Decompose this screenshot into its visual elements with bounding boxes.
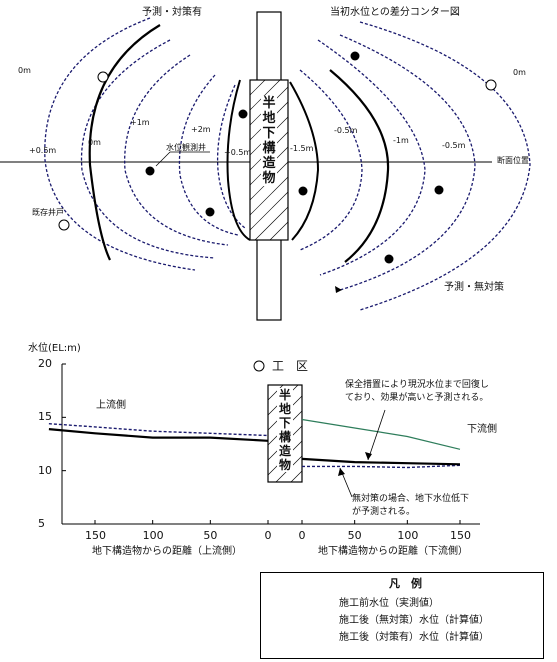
series-line-0 xyxy=(301,418,461,450)
contour-right-solid-inner xyxy=(289,81,320,241)
contour-left-5 xyxy=(216,84,246,229)
y-tick-label: 20 xyxy=(38,357,52,370)
label-countermeasure: 予測・対策有 xyxy=(142,7,202,18)
contour-label: -0.5m xyxy=(442,141,466,150)
contour-label: +0.5m xyxy=(224,148,252,157)
y-axis-label: 水位(EL:m) xyxy=(28,343,81,354)
legend-item-countermeasure: 施工後（対策有）水位（計算値） xyxy=(339,632,489,643)
contour-label: +1m xyxy=(130,118,150,127)
obs-well xyxy=(145,166,155,176)
x-tick-label: 0 xyxy=(298,529,306,542)
existing-well xyxy=(485,79,497,91)
contour-left-outer xyxy=(44,17,196,271)
annotation-no-countermeasure-2: が予測される。 xyxy=(352,507,416,517)
contour-right-3 xyxy=(317,39,426,276)
annotation-no-countermeasure-1: 無対策の場合、地下水位低下 xyxy=(352,494,470,504)
observation-wells xyxy=(145,51,444,264)
contour-left-2 xyxy=(80,39,216,259)
contour-right-outer xyxy=(359,21,531,311)
structure-label: 半地下構造物 xyxy=(261,96,277,186)
obs-well xyxy=(384,254,394,264)
contour-left-solid-inner xyxy=(226,79,251,241)
x-tick-label: 150 xyxy=(450,529,471,542)
contour-right-4 xyxy=(299,69,363,251)
right-contours xyxy=(289,21,531,311)
series-line-3 xyxy=(48,428,269,442)
legend-item-no-countermeasure: 施工後（無対策）水位（計算値） xyxy=(339,615,489,626)
contour-label: +2m xyxy=(191,125,211,134)
label-existing-well: 既存井戸 xyxy=(32,208,64,217)
legend-item-pre: 施工前水位（実測値） xyxy=(339,598,439,609)
contour-label: 0m xyxy=(18,66,31,75)
contour-label: 0m xyxy=(88,138,101,147)
structure-hatch xyxy=(249,79,289,241)
x-tick-label: 100 xyxy=(397,529,419,542)
obs-well xyxy=(238,109,248,119)
annotation-countermeasure-2: ており、効果が高いと予測される。 xyxy=(345,393,489,403)
obs-well xyxy=(205,207,215,217)
label-obs-well: 水位観測井 xyxy=(166,143,206,152)
annotation-leader-1 xyxy=(367,409,386,461)
existing-well xyxy=(97,71,109,83)
x-tick-label: 50 xyxy=(203,529,218,542)
series-line-2 xyxy=(302,464,461,469)
x-tick-label: 0 xyxy=(264,529,272,542)
x-axis-label-downstream: 地下構造物からの距離（下流側） xyxy=(318,546,468,557)
annotation-countermeasure-1: 保全措置により現況水位まで回復し xyxy=(345,380,489,390)
x-tick-label: 50 xyxy=(347,529,362,542)
contour-label: -0.5m xyxy=(334,126,358,135)
contour-label: +0.5m xyxy=(29,146,57,155)
x-tick-label: 150 xyxy=(85,529,106,542)
left-contours xyxy=(44,17,251,271)
contour-label: -1.5m xyxy=(290,144,314,153)
downstream-label: 下流側 xyxy=(467,424,497,435)
label-section-position: 断面位置 xyxy=(497,156,529,165)
legend-title: 凡 例 xyxy=(389,577,422,590)
label-diff-contour: 当初水位との差分コンター図 xyxy=(330,7,460,18)
y-tick-label: 15 xyxy=(38,410,52,424)
arrow-icon xyxy=(335,286,342,293)
zone-marker-icon xyxy=(253,360,265,372)
upstream-label: 上流側 xyxy=(96,400,126,411)
x-axis-label-upstream: 地下構造物からの距離（上流側） xyxy=(92,546,242,557)
label-no-countermeasure: 予測・無対策 xyxy=(444,282,504,293)
series-line-4 xyxy=(301,457,461,466)
y-tick-label: 10 xyxy=(38,463,52,477)
contour-right-2 xyxy=(339,34,476,291)
contour-label: -1m xyxy=(393,136,409,145)
contour-left-solid xyxy=(88,24,161,261)
legend: 凡 例 施工前水位（実測値） 施工後（無対策）水位（計算値） 施工後（対策有）水… xyxy=(260,572,544,659)
series-line-1 xyxy=(48,423,269,437)
contour-left-4 xyxy=(178,74,239,236)
obs-well-leader xyxy=(155,151,171,167)
obs-well xyxy=(298,186,308,196)
x-tick-label: 100 xyxy=(142,529,164,542)
existing-well xyxy=(58,219,70,231)
section-structure-label: 半地下構造物 xyxy=(277,388,293,472)
obs-well xyxy=(434,185,444,195)
y-tick-label: 5 xyxy=(38,517,45,530)
existing-wells xyxy=(58,71,497,231)
contour-left-3 xyxy=(124,54,229,246)
contour-label: 0m xyxy=(513,68,526,77)
construction-zone-label: 工 区 xyxy=(272,359,309,373)
obs-well xyxy=(350,51,360,61)
contour-right-solid xyxy=(329,69,390,263)
